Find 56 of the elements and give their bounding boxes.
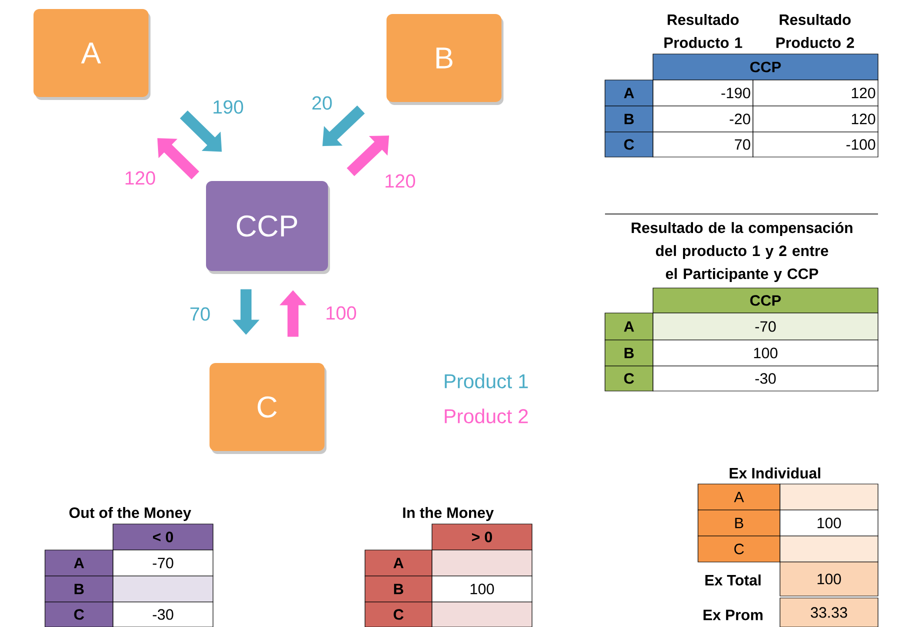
edge-label: 100 — [326, 306, 356, 320]
table-title: Resultado de la compensación del producto 1 y 2 entre el Participante y CCP — [632, 222, 852, 282]
table-cell: B — [604, 340, 654, 366]
table-cell: B — [44, 576, 114, 602]
table-cell: 120 — [752, 106, 878, 132]
table-cell: -30 — [652, 366, 878, 392]
table-cell: B — [698, 510, 780, 536]
table-cell: A — [698, 484, 780, 510]
block-arrow — [157, 138, 200, 180]
table-cell: A — [364, 550, 432, 576]
table-cell: C — [44, 602, 114, 627]
table-cell: CCP — [652, 288, 878, 314]
table-cell: -70 — [112, 550, 214, 576]
table-cell: 100 — [780, 562, 878, 596]
table-cell: B — [364, 576, 432, 602]
table-cell: 33.33 — [780, 598, 878, 627]
table-cell: CCP — [652, 54, 878, 80]
table-cell: -100 — [752, 132, 878, 158]
table-title: Out of the Money — [69, 507, 192, 521]
process-box: C — [210, 363, 326, 454]
table-cell: C — [604, 132, 654, 158]
row-label: Ex Prom — [704, 610, 762, 620]
process-box: B — [386, 14, 504, 105]
edge-label: 120 — [126, 171, 156, 185]
process-box: A — [34, 9, 150, 100]
block-arrow — [180, 110, 222, 152]
table-cell: -20 — [652, 106, 754, 132]
table-cell: B — [604, 106, 654, 132]
table-cell: 100 — [652, 340, 878, 366]
table-cell: A — [44, 550, 114, 576]
column-header: Resultado Producto 1 — [664, 14, 742, 48]
table-cell: 70 — [652, 132, 754, 158]
edge-label: 190 — [214, 100, 244, 114]
edge-label: 20 — [312, 96, 332, 110]
table-cell: A — [604, 312, 654, 340]
table-cell: > 0 — [432, 524, 532, 550]
process-box: CCP — [206, 181, 330, 274]
table-cell: -30 — [112, 602, 214, 627]
edge-label: 70 — [190, 307, 210, 321]
row-label: Ex Total — [705, 574, 761, 586]
table-cell: -70 — [652, 312, 878, 340]
edge-label: 120 — [386, 174, 416, 188]
table-cell: -190 — [652, 80, 754, 106]
table-cell: C — [698, 536, 780, 562]
column-header: Resultado Producto 2 — [776, 14, 854, 48]
table-cell: < 0 — [112, 524, 214, 550]
legend-entry: Product 1 — [444, 374, 528, 388]
table-cell: A — [604, 80, 654, 106]
table-cell: C — [604, 366, 654, 392]
legend-entry: Product 2 — [444, 408, 528, 424]
table-cell: C — [364, 602, 432, 627]
table-cell: 100 — [432, 576, 532, 602]
table-cell: 120 — [752, 80, 878, 106]
table-title: Ex Individual — [730, 467, 820, 478]
table-title: In the Money — [403, 507, 494, 521]
table-cell: 100 — [780, 510, 878, 536]
